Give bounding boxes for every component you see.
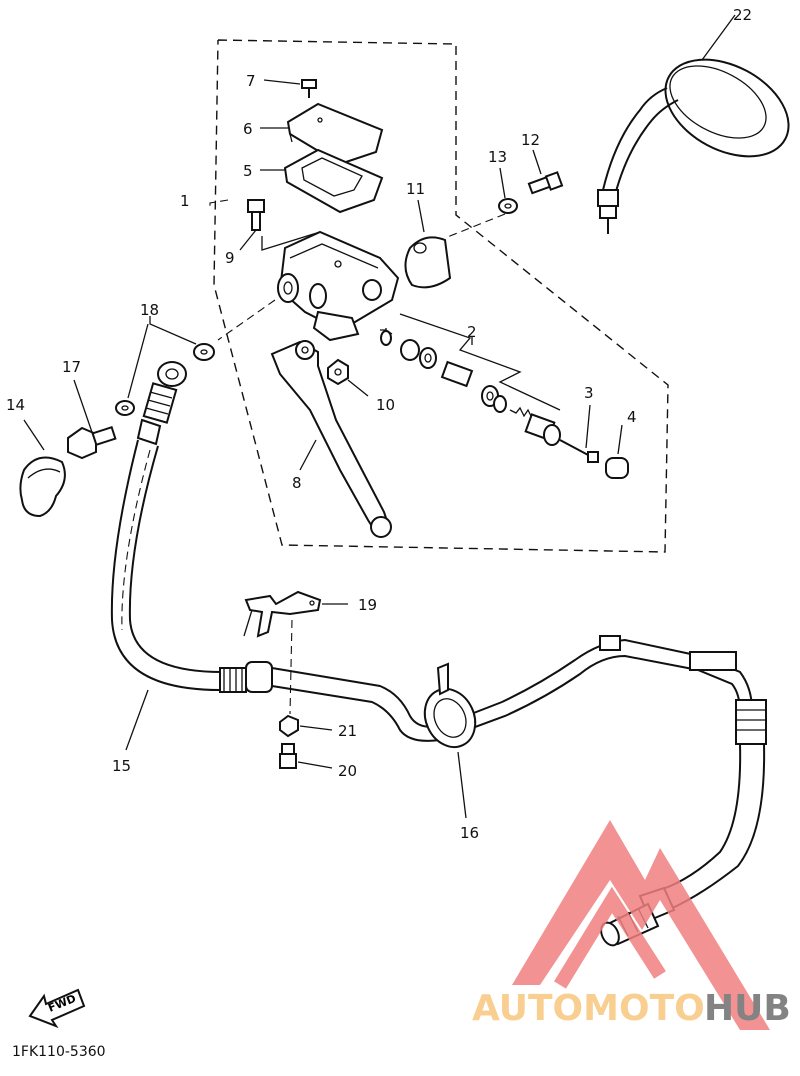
callout-2: 2: [467, 323, 477, 341]
diagram-code: 1FK110-5360: [12, 1044, 106, 1060]
callout-22: 22: [733, 6, 752, 24]
callout-5: 5: [243, 162, 253, 180]
callout-12: 12: [521, 131, 540, 149]
cover-6: [260, 102, 384, 166]
callout-10: 10: [376, 396, 395, 414]
washers-18: [115, 316, 215, 416]
callout-4: 4: [627, 408, 637, 426]
bolt-9: [239, 199, 265, 251]
rubber-cap-14: [19, 419, 66, 518]
callout-1: 1: [180, 192, 190, 210]
brake-pipe: [271, 635, 753, 742]
callout-3: 3: [584, 384, 594, 402]
callout-6: 6: [243, 120, 253, 138]
callout-20: 20: [338, 762, 357, 780]
callout-19: 19: [358, 596, 377, 614]
watermark-triangle-icon: [512, 820, 770, 1030]
callout-13: 13: [488, 148, 507, 166]
callout-17: 17: [62, 358, 81, 376]
callout-14: 14: [6, 396, 25, 414]
watermark-text-automoto: AUTOMOTO: [472, 988, 705, 1029]
bolt-20: [279, 743, 333, 769]
callout-7: 7: [246, 72, 256, 90]
nut-10: [327, 358, 369, 397]
callout-8: 8: [292, 474, 302, 492]
diaphragm-5: [260, 148, 384, 214]
master-cylinder: [277, 230, 400, 342]
callout-9: 9: [225, 249, 235, 267]
callout-16: 16: [460, 824, 479, 842]
callout-15: 15: [112, 757, 131, 775]
piston-kit: [380, 313, 561, 446]
brake-hose-15: [110, 361, 273, 751]
lever-8: [270, 340, 392, 538]
callout-11: 11: [406, 180, 425, 198]
clamp-11: [404, 199, 452, 289]
screw-12: [527, 149, 564, 195]
callout-labels: 1 2 3 4 5 6 7 8 9 10 11 12 13 14 15 16 1…: [6, 6, 752, 842]
fwd-arrow-icon: FWD: [28, 988, 86, 1029]
bracket-19: [243, 590, 348, 638]
callout-21: 21: [338, 722, 357, 740]
mirror: [597, 14, 790, 234]
watermark-text-hub: HUB: [704, 988, 791, 1029]
cap-4: [605, 424, 629, 479]
clamp-16: [423, 662, 477, 819]
nut-21: [279, 714, 333, 738]
screw-7: [263, 79, 317, 98]
washer-13: [498, 167, 518, 214]
pin-3: [559, 404, 599, 463]
callout-18: 18: [140, 301, 159, 319]
banjo-bolt-17: [67, 379, 117, 460]
watermark: AUTOMOTO HUB: [472, 820, 791, 1030]
